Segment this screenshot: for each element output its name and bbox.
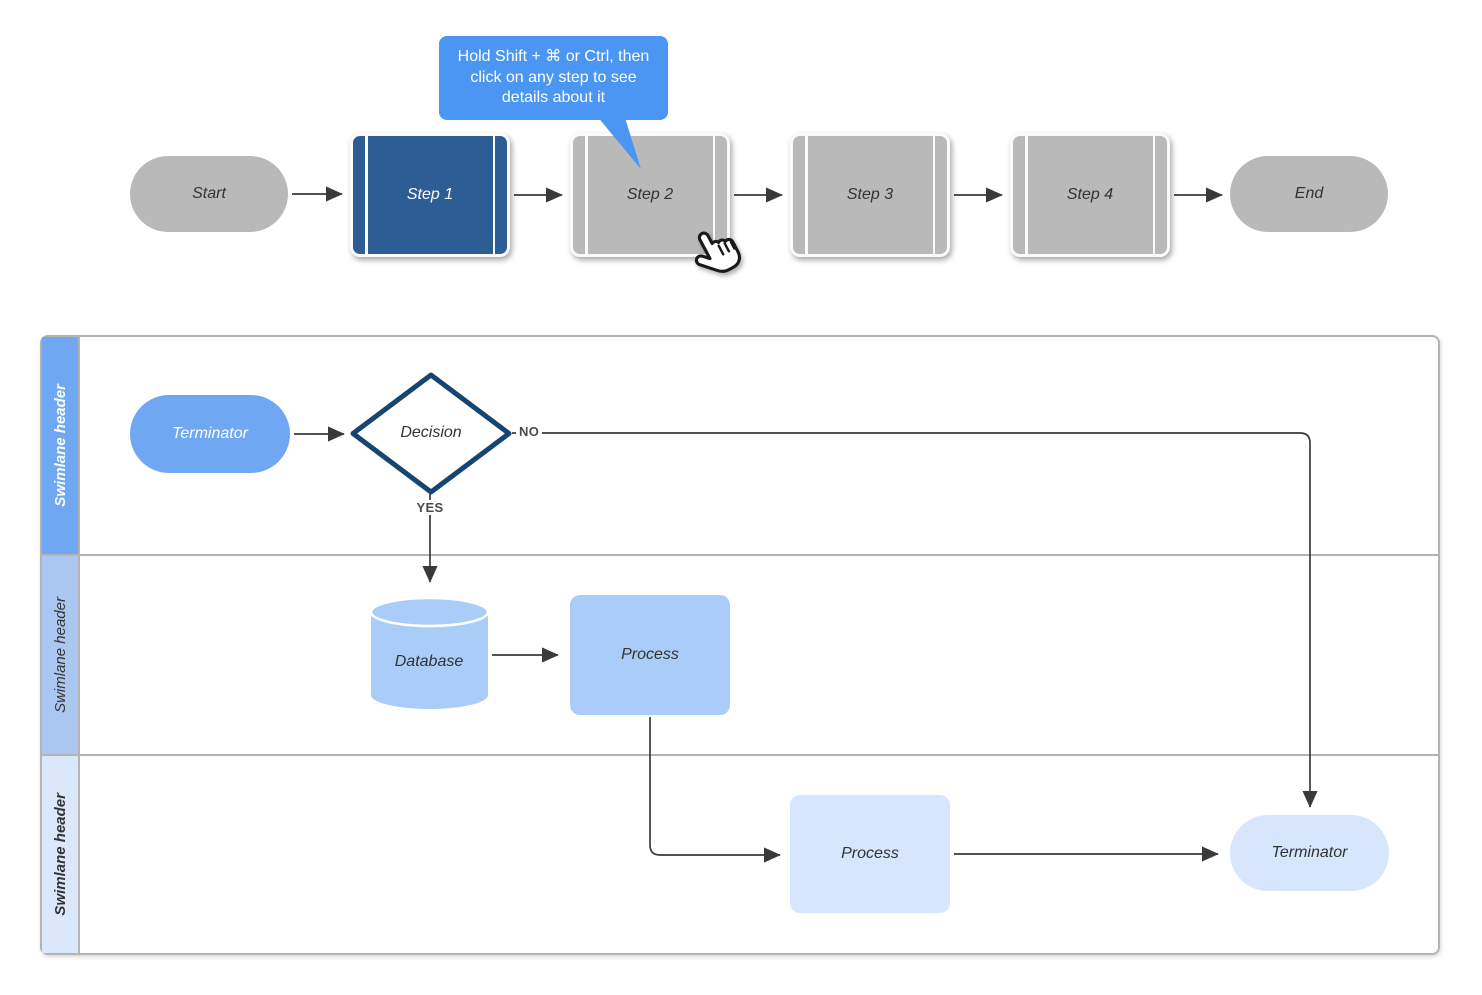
node-end[interactable]: End bbox=[1230, 156, 1388, 232]
node-start[interactable]: Start bbox=[130, 156, 288, 232]
node-process-lane3-label: Process bbox=[841, 845, 899, 862]
node-process-lane2[interactable]: Process bbox=[570, 595, 730, 715]
node-terminator-lane3-label: Terminator bbox=[1271, 844, 1348, 861]
node-step-3[interactable]: Step 3 bbox=[790, 133, 950, 257]
node-terminator-lane1[interactable]: Terminator bbox=[130, 395, 290, 473]
node-step-2-label: Step 2 bbox=[626, 186, 674, 203]
swimlane-header-2[interactable]: Swimlane header bbox=[42, 556, 80, 754]
node-terminator-lane1-label: Terminator bbox=[172, 425, 248, 442]
node-step-4[interactable]: Step 4 bbox=[1010, 133, 1170, 257]
edge-label-yes: YES bbox=[413, 500, 447, 515]
node-step-4-label: Step 4 bbox=[1066, 186, 1114, 203]
node-start-label: Start bbox=[192, 185, 226, 202]
hint-tooltip-text: Hold Shift + ⌘ or Ctrl, then click on an… bbox=[457, 47, 650, 107]
node-step-1-label: Step 1 bbox=[406, 186, 454, 203]
hand-cursor-icon bbox=[694, 231, 742, 273]
node-step-3-label: Step 3 bbox=[846, 186, 894, 203]
swimlane-header-3-label: Swimlane header bbox=[51, 793, 69, 916]
lane-divider-2 bbox=[42, 754, 1438, 756]
swimlane-header-1-label: Swimlane header bbox=[51, 384, 69, 507]
hint-tooltip: Hold Shift + ⌘ or Ctrl, then click on an… bbox=[439, 36, 668, 120]
node-process-lane3[interactable]: Process bbox=[790, 795, 950, 913]
node-step-1[interactable]: Step 1 bbox=[350, 133, 510, 257]
node-end-label: End bbox=[1294, 185, 1324, 202]
node-database[interactable] bbox=[370, 597, 489, 711]
node-process-lane2-label: Process bbox=[621, 646, 679, 663]
swimlane-header-3[interactable]: Swimlane header bbox=[42, 756, 80, 953]
node-decision[interactable] bbox=[348, 370, 514, 497]
swimlane-header-1[interactable]: Swimlane header bbox=[42, 337, 80, 554]
node-terminator-lane3[interactable]: Terminator bbox=[1230, 815, 1389, 891]
lane-divider-1 bbox=[42, 554, 1438, 556]
swimlane-header-2-label: Swimlane header bbox=[51, 597, 69, 713]
edge-label-no: NO bbox=[516, 424, 543, 439]
